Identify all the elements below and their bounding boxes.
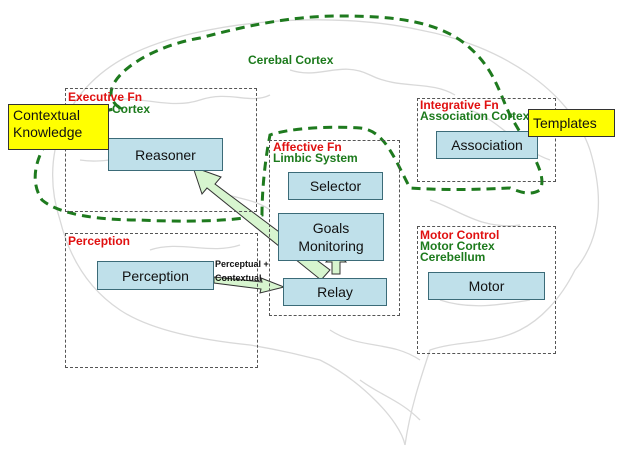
perception-to-relay-arrow [213, 276, 286, 294]
affective-region [269, 140, 400, 316]
executive-region-title: Executive Fn [68, 90, 143, 104]
integrative-region [417, 98, 556, 182]
motor-label: Motor [468, 278, 505, 294]
perception-label: Perception [122, 267, 189, 284]
perceptual-line2: Contextual [215, 273, 262, 283]
perception-region-title: Perception [68, 234, 131, 248]
goals-monitoring-box: Goals Monitoring [278, 213, 384, 261]
affective-region-subtitle: Limbic System [273, 151, 358, 165]
perception-region [65, 233, 258, 368]
reasoner-label: Reasoner [135, 146, 196, 163]
motor-region-title: Motor Control [420, 228, 500, 242]
motor-box: Motor [428, 272, 545, 300]
templates-label: Templates [533, 115, 597, 131]
selector-box: Selector [288, 172, 383, 200]
selector-label: Selector [309, 178, 362, 194]
relay-label: Relay [317, 284, 353, 300]
templates-note: Templates [528, 109, 615, 137]
association-label: Association [451, 137, 523, 153]
goals-label-line2: Monitoring [298, 238, 364, 254]
cortex-outline [33, 14, 544, 223]
association-box: Association [436, 131, 538, 159]
cortex-label: Cerebal Cortex [248, 53, 334, 67]
goals-label-line1: Goals [312, 220, 350, 236]
affective-region-title: Affective Fn [273, 140, 342, 154]
contextual-knowledge-note: Contextual Knowledge [8, 104, 109, 150]
perceptual-contextual-label: Perceptual + Contextual [215, 259, 269, 283]
motor-region-subtitle-2: Cerebellum [420, 250, 486, 264]
motor-region [417, 226, 556, 354]
perception-box: Perception [97, 261, 214, 290]
integrative-region-title: Integrative Fn [420, 98, 499, 112]
contextual-line2: Knowledge [13, 124, 83, 140]
perceptual-line1: Perceptual + [215, 259, 269, 269]
relay-box: Relay [283, 278, 387, 306]
reasoner-box: Reasoner [108, 138, 223, 171]
integrative-region-subtitle: Association Cortex [420, 109, 530, 123]
executive-region [65, 88, 257, 212]
contextual-line1: Contextual [13, 107, 80, 123]
motor-region-subtitle-1: Motor Cortex [420, 239, 495, 253]
